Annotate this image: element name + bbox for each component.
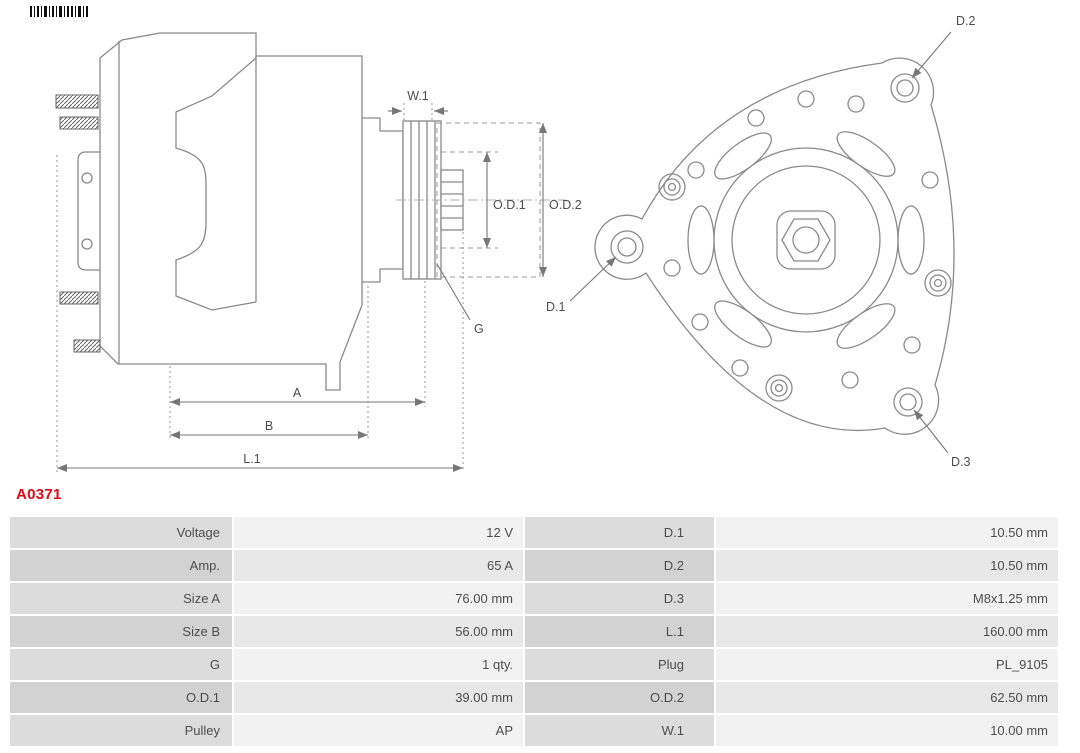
dim-label-b: B [265,419,273,433]
dim-label-g: G [474,322,484,336]
spec-value: PL_9105 [716,649,1058,680]
dim-label-od2: O.D.2 [549,198,582,212]
dimension-lines [57,107,547,472]
spec-value: M8x1.25 mm [716,583,1058,614]
spec-label: Voltage [10,517,232,548]
spec-value: AP [234,715,523,746]
part-number: A0371 [16,486,62,503]
housing-holes [663,90,939,389]
dim-label-d1: D.1 [546,300,566,314]
spec-label: D.2 [525,550,714,581]
spec-value: 160.00 mm [716,616,1058,647]
dim-label-d2: D.2 [956,14,976,28]
spec-label: Amp. [10,550,232,581]
spec-value: 62.50 mm [716,682,1058,713]
spec-label: Size B [10,616,232,647]
spec-label: L.1 [525,616,714,647]
spec-label: Pulley [10,715,232,746]
spec-label: O.D.1 [10,682,232,713]
hole-d2 [890,73,920,103]
alternator-front-view [594,57,955,435]
spec-value: 39.00 mm [234,682,523,713]
spec-value: 12 V [234,517,523,548]
spec-value: 1 qty. [234,649,523,680]
spec-label: W.1 [525,715,714,746]
spec-value: 65 A [234,550,523,581]
dim-label-w1: W.1 [407,89,429,103]
alternator-side-view [55,32,464,391]
spec-value: 10.50 mm [716,550,1058,581]
spec-label: O.D.2 [525,682,714,713]
dim-label-od1: O.D.1 [493,198,526,212]
spec-label: D.1 [525,517,714,548]
barcode [30,6,88,17]
spec-value: 56.00 mm [234,616,523,647]
spec-value: 10.50 mm [716,517,1058,548]
hole-d1 [610,230,644,264]
leader-lines [569,31,952,454]
spec-table: Voltage 12 V D.1 10.50 mm Amp. 65 A D.2 … [10,517,1058,746]
technical-drawing: W.1 O.D.1 O.D.2 G A B L.1 [30,6,976,472]
spec-label: Size A [10,583,232,614]
mounting-studs [55,94,101,353]
through-bolts [658,173,952,402]
spec-label: D.3 [525,583,714,614]
dim-label-d3: D.3 [951,455,971,469]
spec-label: G [10,649,232,680]
spec-value: 76.00 mm [234,583,523,614]
dim-label-a: A [293,386,302,400]
spec-label: Plug [525,649,714,680]
spec-value: 10.00 mm [716,715,1058,746]
shaft-nut [781,218,831,262]
dim-label-l1: L.1 [243,452,260,466]
hole-d3 [893,387,923,417]
ventilation-slots [687,131,925,349]
